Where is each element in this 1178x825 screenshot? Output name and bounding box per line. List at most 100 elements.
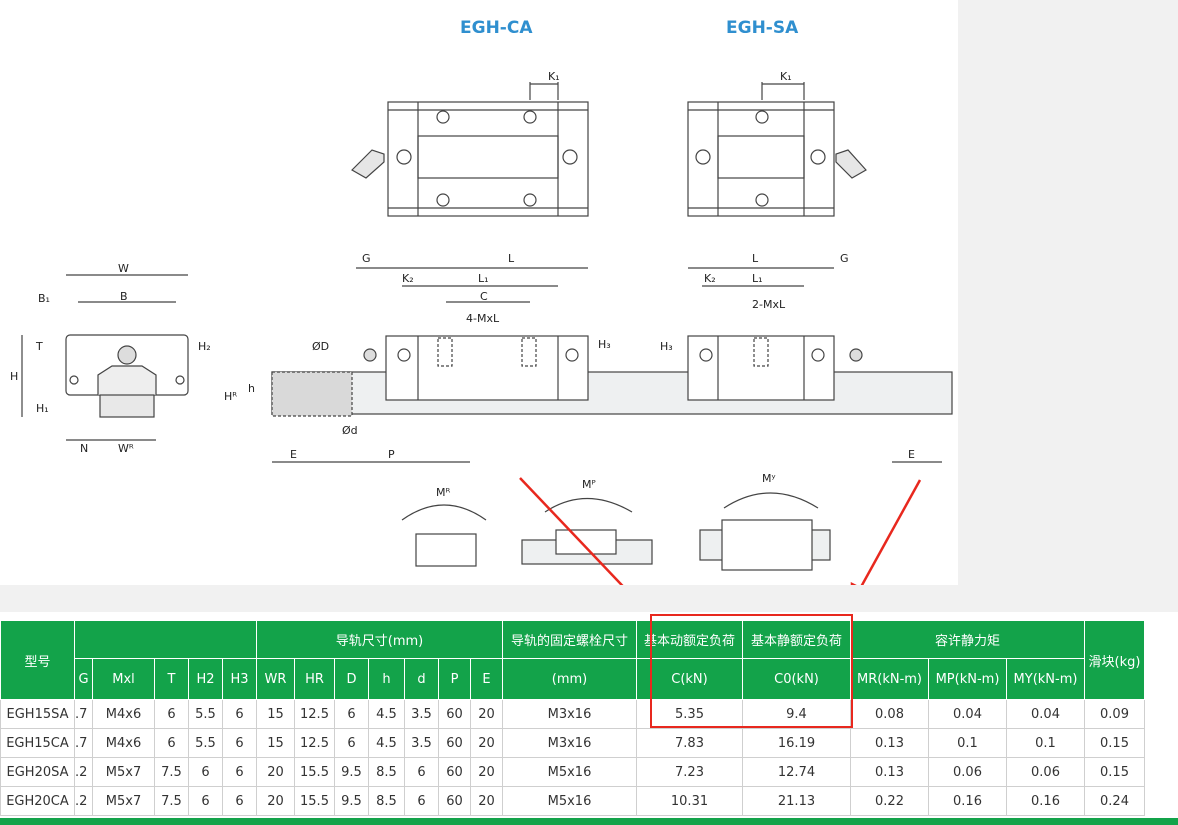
table-cell: 0.15 [1084,757,1145,787]
table-cell: 4.5 [368,699,405,729]
table-cell: 6 [334,699,369,729]
label-h3-sa: H₃ [660,340,673,353]
table-cell: 6 [222,757,257,787]
table-cell: 20 [256,786,295,816]
label-b: B [120,290,128,303]
label-mp: Mᴾ [582,478,596,491]
table-cell: 12.5 [294,728,335,758]
model-cell: EGH20SA [0,757,75,787]
label-b1: B₁ [38,292,50,305]
table-cell: 20 [470,728,503,758]
table-cell: 20 [470,699,503,729]
table-cell: 3.5 [404,728,439,758]
table-cell: M4x6 [92,728,155,758]
sub-header: Mxl [92,658,155,700]
table-cell: 6 [222,699,257,729]
header-static-moment: 容许静力矩 [850,620,1085,659]
page-background-lower [0,585,958,612]
table-cell: 8.5 [368,786,405,816]
table-cell: M5x7 [92,786,155,816]
sa-side-view [687,267,942,463]
title-egh-ca: EGH-CA [460,18,533,38]
table-cell: 20 [470,757,503,787]
model-cell: EGH20CA [0,786,75,816]
table-cell: 21.13 [742,786,851,816]
table-cell: 9.5 [334,757,369,787]
label-4-mxl: 4-MxL [466,312,500,325]
header-static-load: 基本静额定负荷 [742,620,851,659]
sub-header: P [438,658,471,700]
sub-header: (mm) [502,658,637,700]
table-cell: 12.5 [294,699,335,729]
table-cell: 6 [222,786,257,816]
sub-header: T [154,658,189,700]
label-l1-sa: L₁ [752,272,763,285]
header-rail-bolt: 导轨的固定螺栓尺寸 [502,620,637,659]
table-cell: 20 [470,786,503,816]
red-arrow-left [519,477,624,585]
technical-drawing [0,0,958,585]
label-g-ca: G [362,252,371,265]
label-2-mxl: 2-MxL [752,298,786,311]
label-h3-ca: H₃ [598,338,611,351]
table-cell: 60 [438,699,471,729]
table-cell: 15 [256,728,295,758]
header-weight: 滑块(kg) [1084,620,1145,700]
table-cell: 15.5 [294,786,335,816]
table-cell: 3.5 [404,699,439,729]
table-cell: 0.06 [928,757,1007,787]
red-arrow-right [860,479,922,585]
table-cell: 6 [334,728,369,758]
label-h1: H₁ [36,402,49,415]
table-cell: M5x16 [502,757,637,787]
end-view [21,274,189,441]
label-l1-ca: L₁ [478,272,489,285]
table-cell: 60 [438,757,471,787]
label-c: C [480,290,488,303]
table-cell: 0.24 [1084,786,1145,816]
label-wr: Wᴿ [118,442,134,455]
label-n: N [80,442,88,455]
table-cell: 0.06 [1006,757,1085,787]
table-cell: 9.5 [334,786,369,816]
label-h2: H₂ [198,340,211,353]
table-cell: 60 [438,728,471,758]
header-model: 型号 [0,620,75,700]
label-mr: Mᴿ [436,486,450,499]
table-cell: .2 [74,786,93,816]
header-dyn-load: 基本动额定负荷 [636,620,743,659]
table-cell: 4.5 [368,728,405,758]
table-cell: 6 [404,757,439,787]
table-cell: 0.16 [1006,786,1085,816]
red-arrowhead-right [850,581,857,585]
sub-header: WR [256,658,295,700]
table-cell: 0.08 [850,699,929,729]
table-cell: M4x6 [92,699,155,729]
table-cell: 6 [154,699,189,729]
label-hr: Hᴿ [224,390,237,403]
sa-top-view [687,82,867,217]
bottom-bar [0,818,1178,825]
table-cell: 7.5 [154,786,189,816]
highlight-box [650,614,853,728]
table-cell: 0.16 [928,786,1007,816]
table-cell: 10.31 [636,786,743,816]
table-cell: M5x7 [92,757,155,787]
label-g-sa: G [840,252,849,265]
label-k2-sa: K₂ [704,272,716,285]
table-cell: 20 [256,757,295,787]
table-cell: 7.5 [154,757,189,787]
sub-header: G [74,658,93,700]
label-od: ØD [312,340,329,353]
header-blank-group [74,620,257,659]
ca-side-view [271,267,953,463]
table-cell: 15 [256,699,295,729]
label-h-small: h [248,382,255,395]
table-cell: 0.04 [1006,699,1085,729]
table-cell: 5.5 [188,728,223,758]
table-cell: M3x16 [502,699,637,729]
